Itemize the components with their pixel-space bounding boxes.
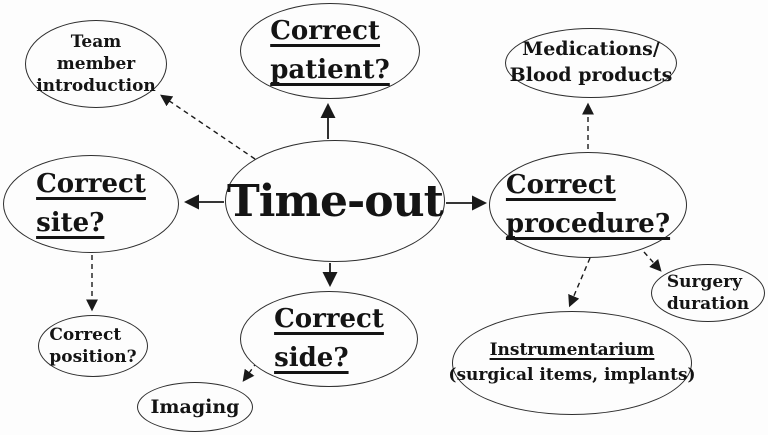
node-imaging: Imaging xyxy=(137,382,253,432)
node-position-label-line1: Correct xyxy=(49,324,122,345)
node-correct-position: Correct position? xyxy=(38,315,148,377)
node-position-label-line2: position? xyxy=(49,347,137,367)
node-team-label-line1: Team xyxy=(70,31,122,52)
node-patient-label-line2: patient? xyxy=(270,55,390,85)
node-medications-blood-products: Medications/ Blood products xyxy=(505,28,677,98)
node-surgery-label-line2: duration xyxy=(666,294,750,314)
node-procedure-label-line1: Correct xyxy=(505,170,616,200)
node-correct-site: Correct site? xyxy=(3,155,179,253)
node-time-out: Time-out xyxy=(225,140,445,262)
node-team-label-line3: introduction xyxy=(36,76,156,97)
node-procedure-label-line2: procedure? xyxy=(505,209,671,239)
node-medications-label-line1: Medications/ xyxy=(522,38,660,61)
node-side-label-line1: Correct xyxy=(274,304,384,334)
node-time-out-label: Time-out xyxy=(227,175,444,227)
node-team-member-introduction: Team member introduction xyxy=(25,20,167,108)
node-instrumentarium: Instrumentarium (surgical items, implant… xyxy=(448,311,696,415)
node-instrumentarium-label-line2: (surgical items, implants) xyxy=(448,365,696,385)
node-medications-label-line2: Blood products xyxy=(509,64,673,86)
node-correct-procedure: Correct procedure? xyxy=(489,152,687,258)
node-site-label-line2: site? xyxy=(36,208,105,238)
edge-procedure-to-instrumentarium xyxy=(568,257,591,308)
node-site-label-line1: Correct xyxy=(36,169,146,199)
node-correct-side: Correct side? xyxy=(240,291,418,387)
node-correct-patient: Correct patient? xyxy=(240,3,420,99)
edge-timeout-to-team xyxy=(160,94,256,160)
node-patient-label-line1: Correct xyxy=(270,16,381,46)
node-team-label-line2: member xyxy=(56,53,136,74)
node-instrumentarium-label-line1: Instrumentarium xyxy=(489,339,655,360)
edge-procedure-to-surgery-duration xyxy=(643,251,662,272)
node-imaging-label: Imaging xyxy=(150,396,240,418)
node-surgery-duration: Surgery duration xyxy=(651,264,765,322)
node-side-label-line2: side? xyxy=(274,343,349,373)
node-surgery-label-line1: Surgery xyxy=(666,271,743,292)
